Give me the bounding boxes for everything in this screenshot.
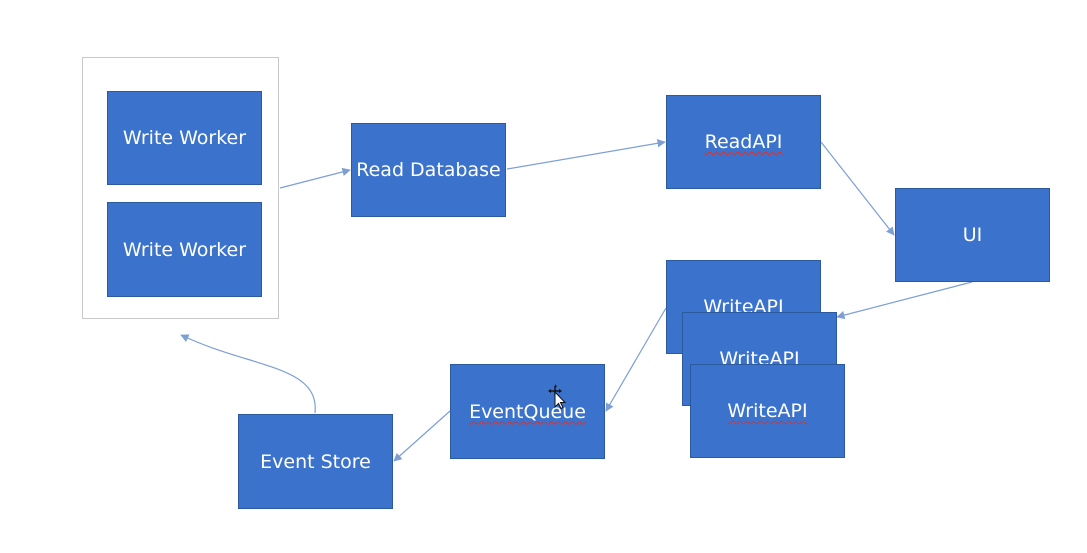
read-database-label: Read Database: [356, 159, 501, 181]
edge-read-api-to-ui: [820, 141, 895, 236]
write-worker-node-2[interactable]: Write Worker: [107, 202, 262, 297]
event-queue-node[interactable]: EventQueue: [450, 364, 605, 459]
edge-write-api-to-event-queue: [605, 307, 667, 412]
edge-workers-to-read-database: [279, 167, 351, 189]
edge-ui-to-write-api: [836, 281, 973, 320]
event-queue-label: EventQueue: [469, 400, 586, 423]
event-store-label: Event Store: [260, 450, 371, 473]
write-api-node-3[interactable]: WriteAPI: [690, 364, 845, 458]
write-worker-node-1[interactable]: Write Worker: [107, 91, 262, 185]
read-api-node[interactable]: ReadAPI: [666, 95, 821, 189]
ui-node[interactable]: UI: [895, 188, 1050, 282]
edge-event-queue-to-event-store: [393, 410, 451, 462]
edge-read-database-to-read-api: [506, 139, 666, 170]
write-worker-label-2: Write Worker: [122, 238, 247, 261]
write-api-label-3: WriteAPI: [727, 400, 808, 422]
event-store-node[interactable]: Event Store: [238, 414, 393, 509]
ui-label: UI: [962, 224, 983, 246]
write-worker-label-1: Write Worker: [122, 127, 247, 149]
read-api-label: ReadAPI: [704, 131, 783, 153]
edge-event-store-to-workers: [180, 334, 316, 414]
read-database-node[interactable]: Read Database: [351, 123, 506, 217]
